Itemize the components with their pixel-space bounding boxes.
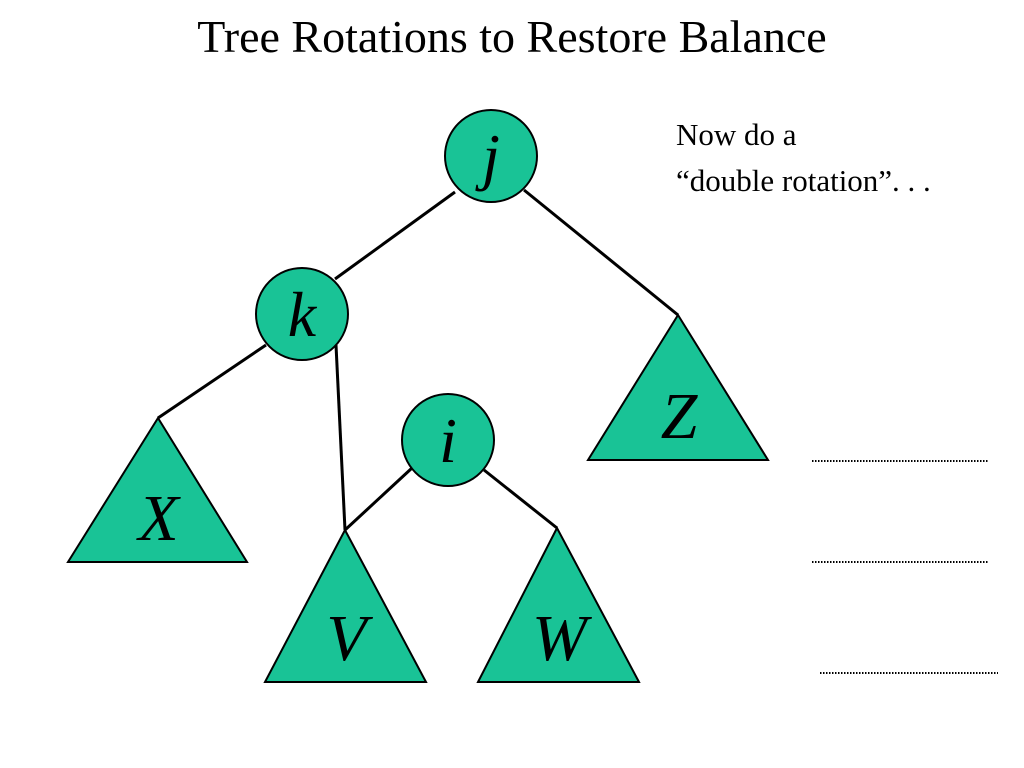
edge-j-Z (523, 188, 679, 317)
slide-title: Tree Rotations to Restore Balance (197, 11, 827, 62)
note-line-1: Now do a (676, 117, 797, 152)
subtree-W: W (476, 525, 641, 683)
edges-layer (157, 188, 679, 532)
node-circle-k (255, 267, 349, 361)
subtree-label-X: X (135, 482, 181, 555)
node-circle-j (444, 109, 538, 203)
node-label-k: k (288, 279, 318, 350)
subtree-triangle-Z (586, 313, 770, 461)
subtree-label-Z: Z (661, 380, 699, 453)
edge-i-W (483, 468, 558, 530)
shapes-layer: X V W Zj k i (66, 109, 770, 683)
note-line-2: “double rotation”. . . (676, 163, 931, 198)
node-k: k (255, 267, 349, 361)
subtree-V: V (263, 527, 428, 683)
edge-k-X (157, 343, 267, 420)
subtree-label-V: V (326, 602, 373, 675)
subtree-triangle-W (476, 525, 641, 683)
node-label-i: i (439, 405, 457, 476)
subtree-triangle-X (66, 416, 249, 563)
subtree-X: X (66, 416, 249, 563)
node-circle-i (401, 393, 495, 487)
subtree-Z: Z (586, 313, 770, 461)
node-i: i (401, 393, 495, 487)
edge-k-V (334, 344, 347, 531)
placeholder-lines-layer (812, 460, 998, 674)
subtree-label-W: W (532, 602, 592, 675)
edge-j-k (334, 190, 456, 281)
node-j: j (444, 109, 538, 203)
note-text: Now do a “double rotation”. . . (676, 112, 931, 204)
subtree-triangle-V (263, 527, 428, 683)
edge-i-V (343, 466, 414, 532)
